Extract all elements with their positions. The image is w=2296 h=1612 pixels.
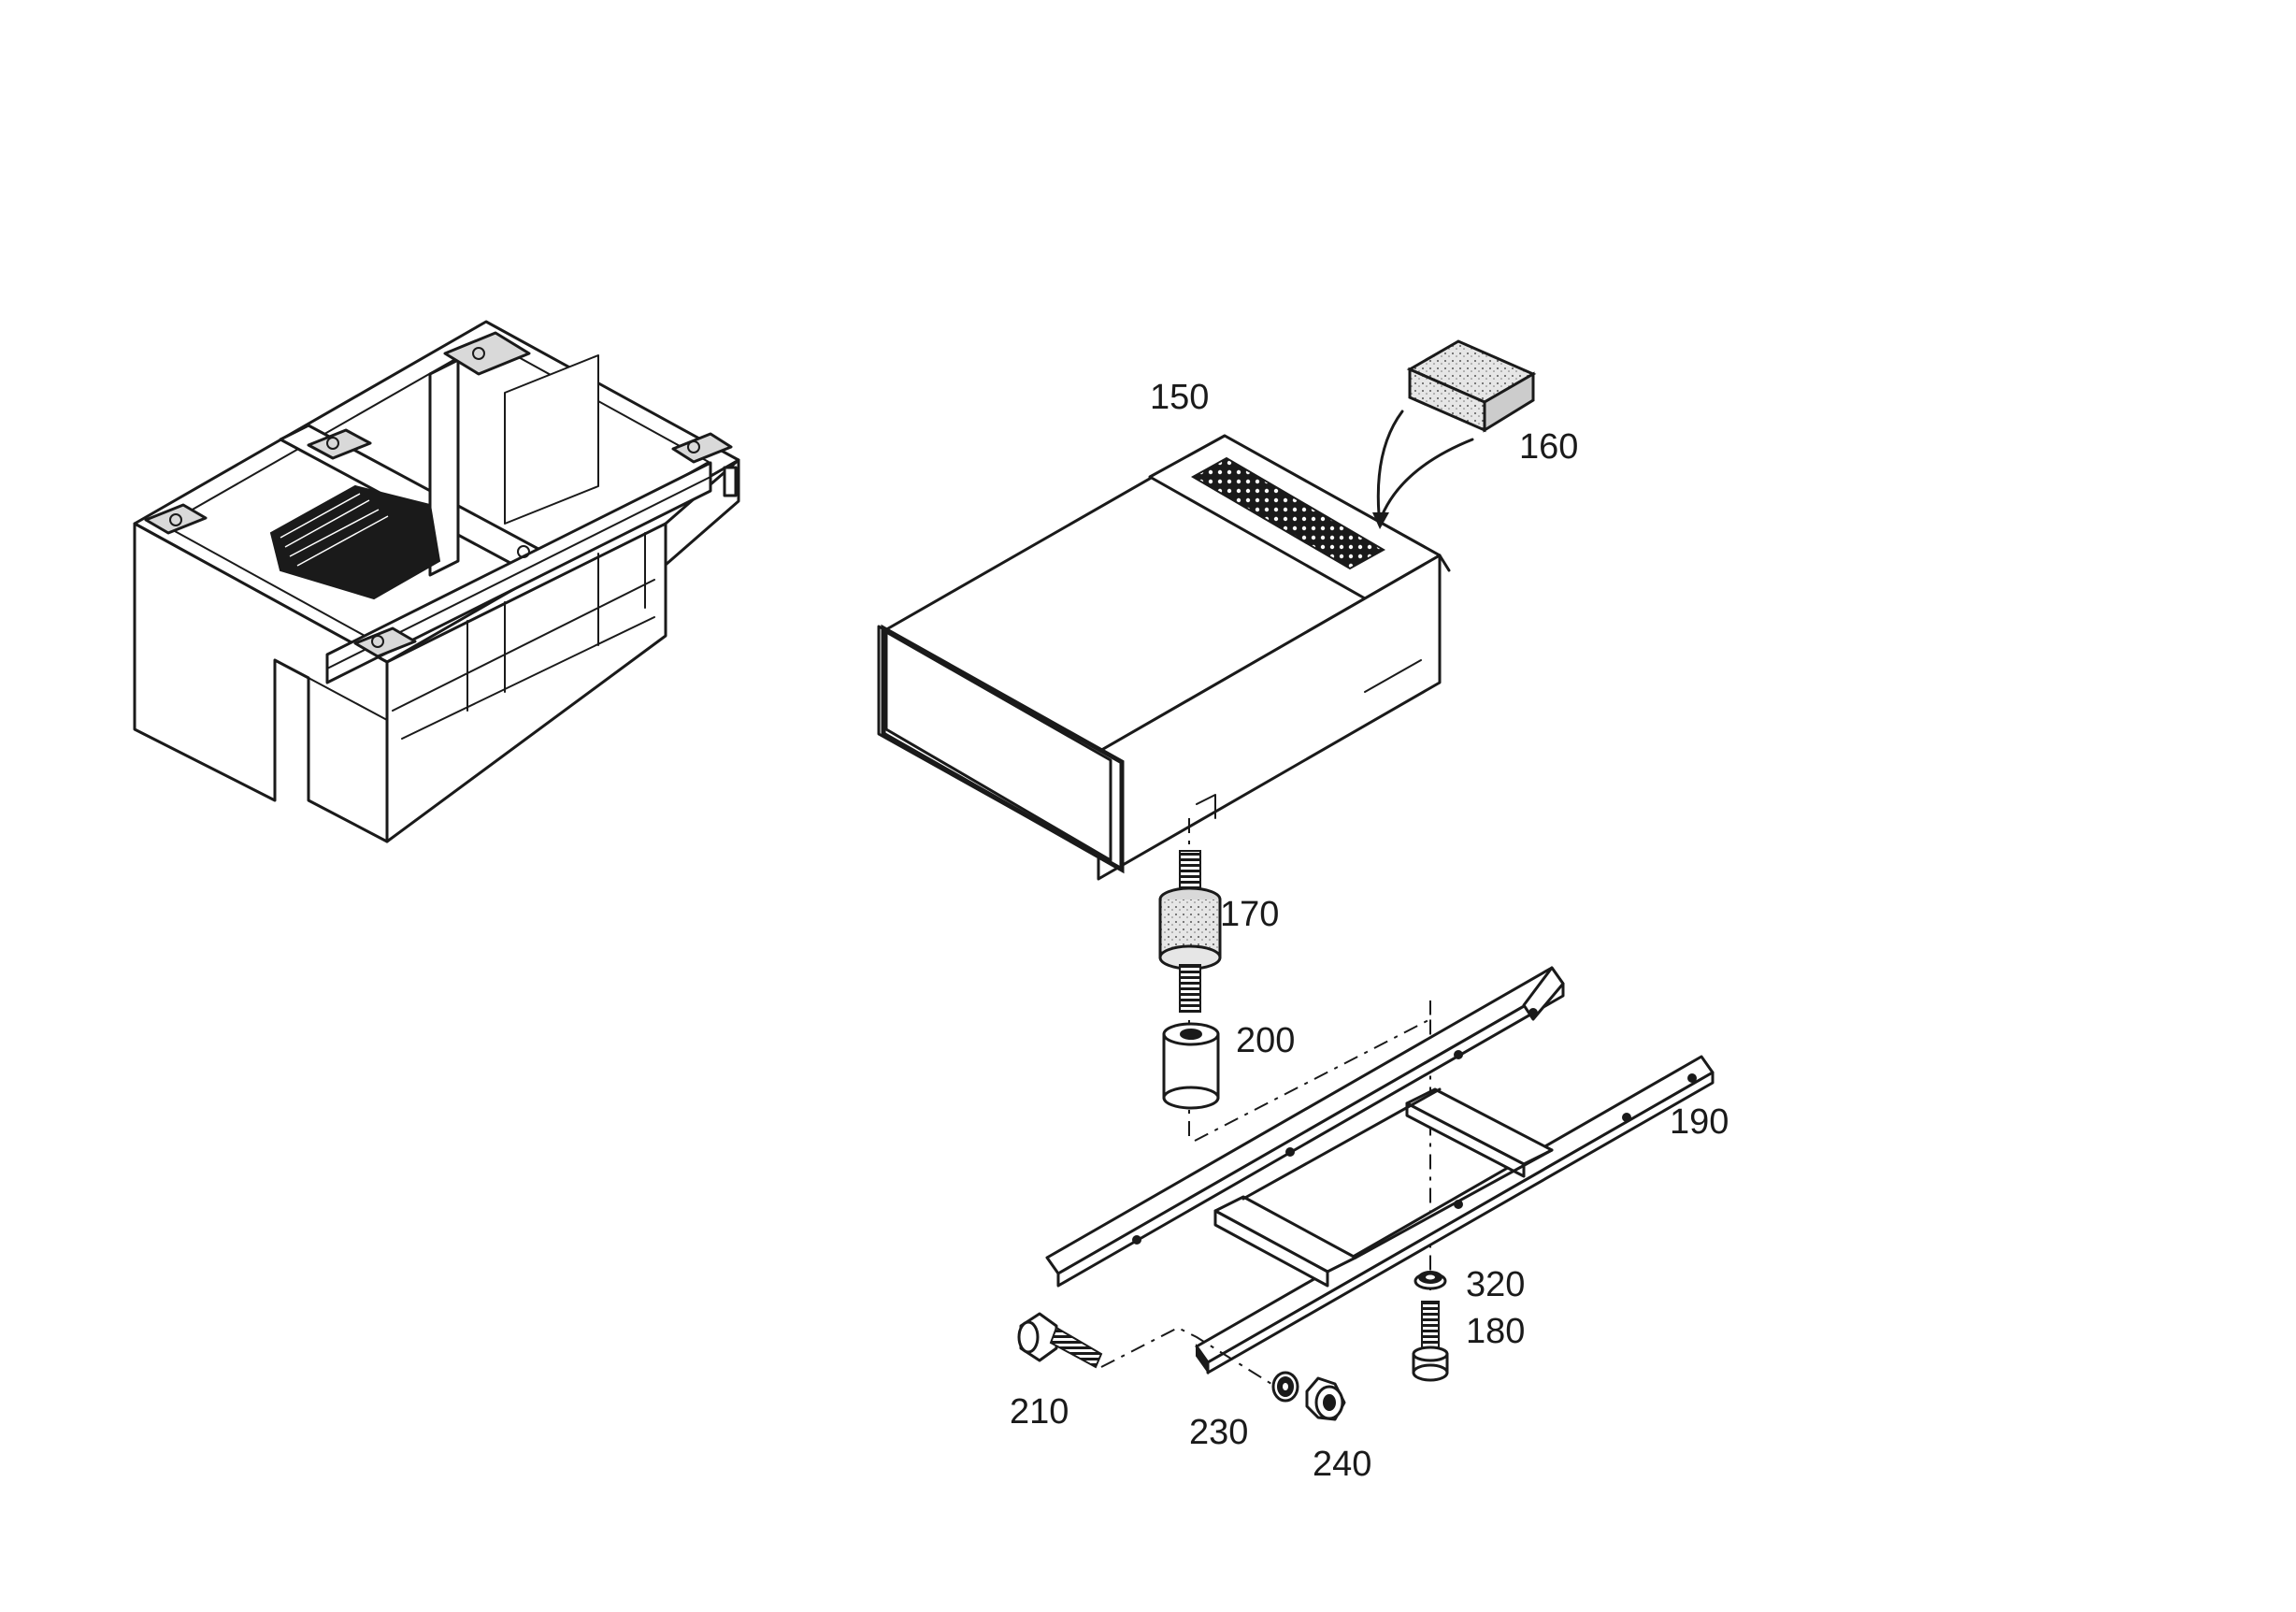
callout-150: 150 bbox=[1150, 378, 1209, 417]
centerline-bolt-frame bbox=[1100, 1326, 1272, 1385]
callout-190: 190 bbox=[1670, 1102, 1729, 1142]
part-210-bolt bbox=[1017, 1312, 1103, 1369]
centerline-spacer-frame bbox=[1194, 1000, 1431, 1290]
part-150-main-unit bbox=[877, 434, 1451, 881]
part-170-vibration-mount bbox=[1158, 850, 1222, 1013]
callout-230: 230 bbox=[1189, 1413, 1248, 1452]
cabinet-housing bbox=[133, 320, 740, 843]
callout-170: 170 bbox=[1220, 895, 1279, 934]
callout-160: 160 bbox=[1519, 427, 1578, 467]
part-230-washer bbox=[1271, 1371, 1299, 1403]
part-240-nut bbox=[1305, 1376, 1346, 1421]
part-190-base-frame bbox=[1045, 966, 1715, 1375]
part-160-foam-pad bbox=[1372, 339, 1537, 529]
part-320-washer bbox=[1413, 1271, 1447, 1290]
callout-200: 200 bbox=[1236, 1021, 1295, 1060]
callout-180: 180 bbox=[1466, 1312, 1525, 1351]
part-180-bolt bbox=[1412, 1301, 1449, 1382]
callout-320: 320 bbox=[1466, 1265, 1525, 1304]
callout-240: 240 bbox=[1313, 1445, 1371, 1484]
callout-210: 210 bbox=[1010, 1392, 1069, 1432]
part-200-spacer bbox=[1162, 1022, 1220, 1110]
